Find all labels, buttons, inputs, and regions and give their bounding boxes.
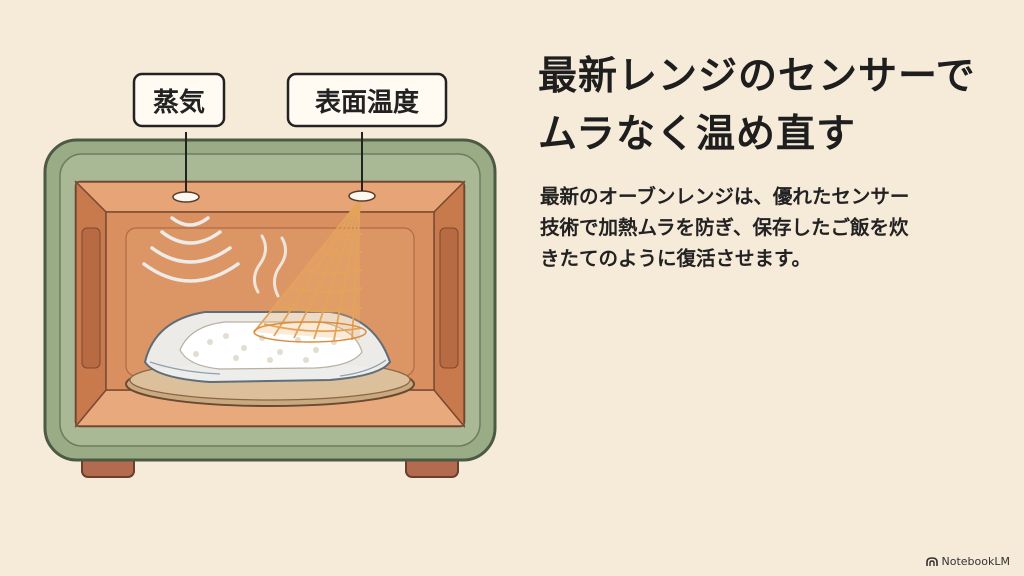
surface-temp-label-box: 表面温度	[286, 72, 448, 128]
wrapped-rice	[143, 311, 392, 384]
microwave-illustration: 蒸気 表面温度	[43, 72, 497, 478]
watermark-text: NotebookLM	[941, 555, 1010, 568]
title-line-1: 最新レンジのセンサーで	[538, 54, 976, 99]
body-line-2: 技術で加熱ムラを防ぎ、保存したご飯を炊	[540, 216, 909, 239]
notebooklm-watermark: NotebookLM	[925, 555, 1010, 568]
surface-temp-beam	[253, 199, 367, 343]
slide-title: 最新レンジのセンサーで ムラなく温め直す	[538, 48, 1008, 164]
steam-sensor	[172, 191, 200, 203]
notebooklm-logo-icon	[925, 556, 938, 566]
steam-sensor-waves	[142, 216, 240, 283]
steam-label: 蒸気	[153, 87, 205, 118]
title-line-2: ムラなく温め直す	[538, 112, 857, 157]
steam-wisps	[253, 234, 287, 298]
surface-temp-sensor	[348, 190, 376, 202]
steam-label-box: 蒸気	[132, 72, 226, 128]
slide-body: 最新のオーブンレンジは、優れたセンサー 技術で加熱ムラを防ぎ、保存したご飯を炊 …	[540, 181, 980, 274]
surface-temp-label: 表面温度	[315, 87, 419, 118]
body-line-1: 最新のオーブンレンジは、優れたセンサー	[540, 185, 910, 208]
body-line-3: きたてのように復活させます。	[540, 247, 812, 270]
